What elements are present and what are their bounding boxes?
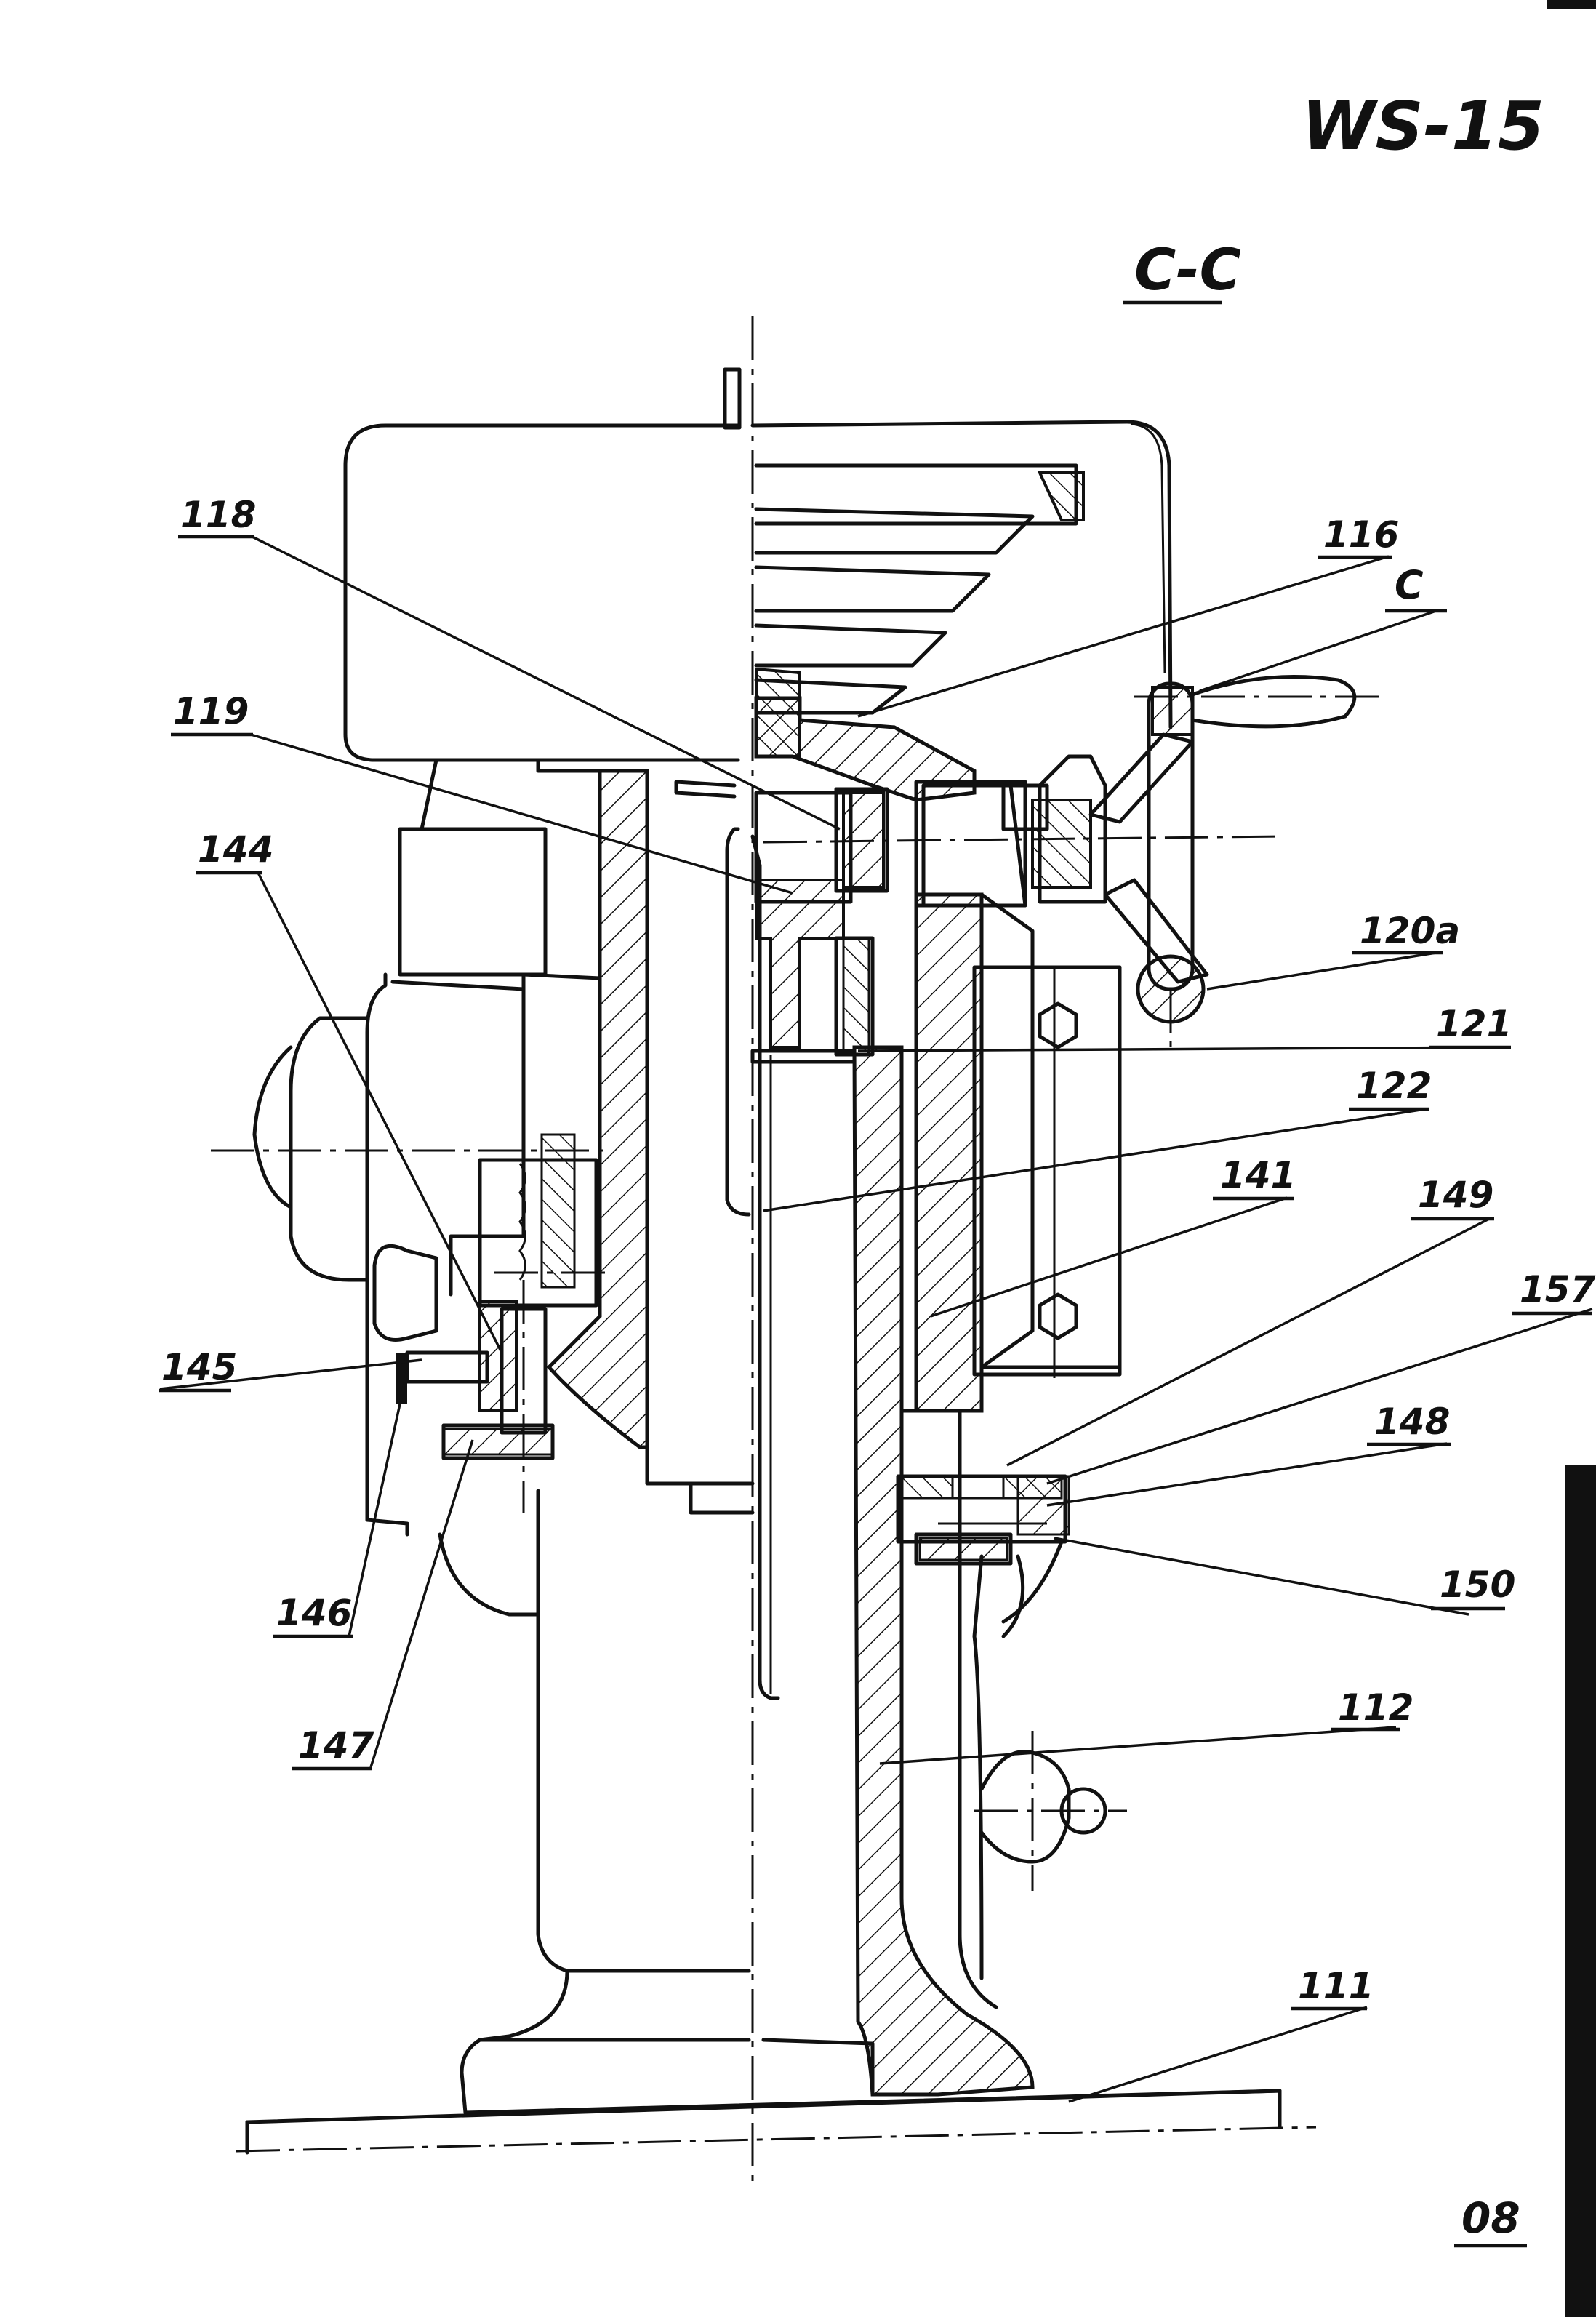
scan-edge-band xyxy=(1565,1465,1596,2317)
clamp-assembly xyxy=(896,1474,1070,1638)
motor-housing xyxy=(343,367,1173,762)
callout-c: C xyxy=(1395,562,1424,608)
column-lower-right xyxy=(972,1554,984,1980)
callout-147: 147 xyxy=(298,1724,374,1766)
leader-lines xyxy=(159,535,1593,2103)
callout-149: 149 xyxy=(1418,1174,1493,1216)
gear-box xyxy=(754,754,1280,1057)
central-body xyxy=(546,769,857,1700)
column-141 xyxy=(914,892,1122,1413)
callout-119: 119 xyxy=(173,690,249,732)
pulley-hub-left xyxy=(755,667,801,758)
callout-120a: 120a xyxy=(1360,910,1460,952)
callout-150: 150 xyxy=(1440,1564,1515,1606)
base-centerline xyxy=(236,2126,1317,2153)
callout-labels: 118 116 C 119 144 120a 121 122 141 149 1… xyxy=(159,494,1596,2011)
callout-148: 148 xyxy=(1374,1401,1450,1443)
pedestal xyxy=(245,1489,1282,2155)
callout-122: 122 xyxy=(1356,1065,1432,1107)
callout-118: 118 xyxy=(180,494,256,536)
callout-146: 146 xyxy=(276,1592,352,1634)
left-housing xyxy=(211,758,611,1537)
spindle-112 xyxy=(852,1045,1035,2097)
section-label: C-C xyxy=(1134,238,1241,303)
v-belt-pulley xyxy=(754,463,1085,715)
handwheel-lever xyxy=(1088,675,1382,1047)
callout-111: 111 xyxy=(1298,1965,1374,2007)
callout-144: 144 xyxy=(198,828,273,871)
callout-116: 116 xyxy=(1323,513,1399,556)
callout-157: 157 xyxy=(1520,1268,1596,1310)
callout-141: 141 xyxy=(1220,1154,1296,1196)
corner-mark xyxy=(1547,0,1596,9)
sheet-number: 08 xyxy=(1461,2193,1520,2243)
callout-145: 145 xyxy=(161,1346,237,1388)
callout-112: 112 xyxy=(1338,1686,1413,1729)
callout-121: 121 xyxy=(1436,1003,1512,1045)
spindle-inner xyxy=(899,1409,998,2009)
drawing-number: WS-15 xyxy=(1302,87,1544,165)
